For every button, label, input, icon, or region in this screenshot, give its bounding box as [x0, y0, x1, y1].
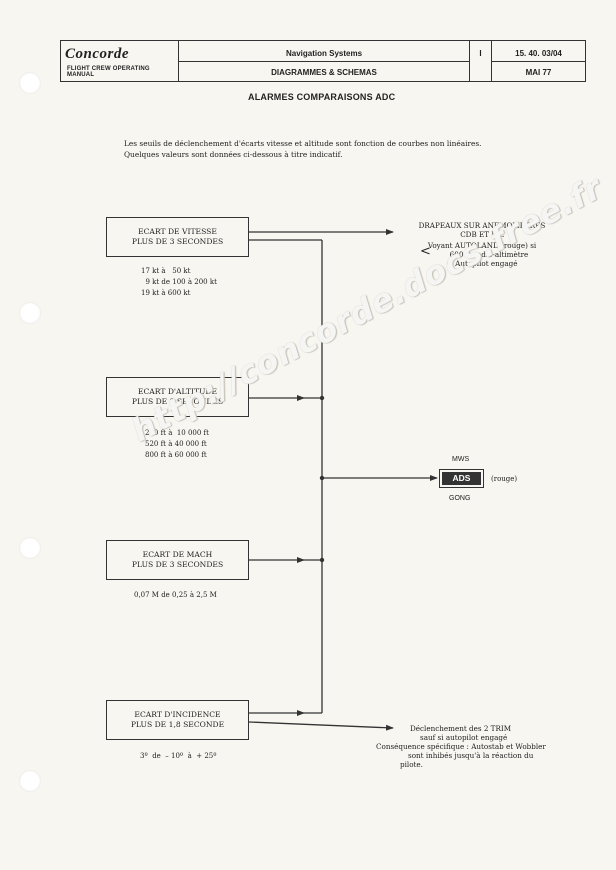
- gong-label: GONG: [449, 495, 471, 502]
- result-line: sont inhibés jusqu'à la réaction du: [408, 751, 534, 760]
- result-line-text: 600 ft radio-altimètre: [449, 250, 529, 259]
- threshold-value: 17 kt à 50 kt: [141, 267, 191, 275]
- box-altitude-deviation: ECART D'ALTITUDE PLUS DE 3 SECONDES: [106, 377, 249, 417]
- volume-number: I: [479, 49, 482, 58]
- threshold-value: 19 kt à 600 kt: [141, 289, 191, 297]
- box-title: ECART DE VITESSE: [138, 227, 217, 236]
- mws-label: MWS: [452, 456, 470, 463]
- intro-line: Quelques valeurs sont données ci-dessous…: [124, 150, 343, 159]
- result-line: sauf si autopilot engagé: [420, 733, 508, 742]
- junction-dot: [319, 557, 325, 563]
- ads-warning-light: ADS: [439, 469, 484, 488]
- concorde-logo: Concorde: [65, 46, 129, 62]
- result-line: Déclenchement des 2 TRIM: [410, 724, 512, 733]
- box-title: ECART D'INCIDENCE: [134, 710, 221, 719]
- threshold-value: 0,07 M de 0,25 à 2,5 M: [134, 591, 217, 599]
- incidence-thresholds: 3º de – 10º à + 25º: [140, 751, 217, 762]
- box-speed-deviation: ECART DE VITESSE PLUS DE 3 SECONDES: [106, 217, 249, 257]
- section-name: DIAGRAMMES & SCHEMAS: [271, 68, 377, 77]
- reference-cell: 15. 40. 03/04 MAI 77: [492, 41, 585, 81]
- flags-result: DRAPEAUX SUR ANEMOMETRES CDB ET PIL Voya…: [402, 221, 562, 268]
- altitude-thresholds: 250 ft à 10 000 ft 520 ft à 40 000 ft 80…: [145, 428, 209, 461]
- box-title: ECART DE MACH: [142, 550, 213, 559]
- intro-text: Les seuils de déclenchement d'écarts vit…: [124, 138, 544, 160]
- ads-color-label: (rouge): [491, 475, 518, 483]
- box-subtitle: PLUS DE 3 SECONDES: [131, 560, 224, 569]
- system-name: Navigation Systems: [285, 49, 363, 58]
- page-header: Concorde FLIGHT CREW OPERATING MANUAL Na…: [60, 40, 586, 82]
- binder-hole: [19, 72, 41, 94]
- title-cell: Navigation Systems DIAGRAMMES & SCHEMAS: [179, 41, 470, 81]
- threshold-value: 520 ft à 40 000 ft: [145, 440, 207, 448]
- binder-hole: [19, 770, 41, 792]
- result-line: < 600 ft radio-altimètre: [416, 244, 562, 259]
- trim-result: Déclenchement des 2 TRIM sauf si autopil…: [376, 724, 566, 769]
- threshold-value: 250 ft à 10 000 ft: [145, 429, 209, 437]
- header-divider: [492, 61, 585, 62]
- threshold-value: 9 kt de 100 à 200 kt: [141, 278, 217, 286]
- box-subtitle: PLUS DE 3 SECONDES: [131, 237, 224, 246]
- result-line: CDB ET PIL: [460, 230, 504, 239]
- box-subtitle: PLUS DE 3 SECONDES: [131, 397, 224, 406]
- header-divider: [179, 61, 469, 62]
- binder-hole: [19, 537, 41, 559]
- binder-hole: [19, 302, 41, 324]
- result-line: Conséquence spécifique : Autostab et Wob…: [376, 742, 546, 751]
- less-than-symbol: <: [420, 244, 431, 259]
- intro-line: Les seuils de déclenchement d'écarts vit…: [124, 139, 482, 148]
- arrow-to-trim: [248, 721, 394, 731]
- revision-date: MAI 77: [525, 68, 552, 77]
- result-line: pilote.: [400, 760, 423, 769]
- page-title: ALARMES COMPARAISONS ADC: [248, 92, 396, 102]
- box-title: ECART D'ALTITUDE: [137, 387, 218, 396]
- box-subtitle: PLUS DE 1,8 SECONDE: [130, 720, 225, 729]
- speed-thresholds: 17 kt à 50 kt 9 kt de 100 à 200 kt 19 kt…: [141, 266, 217, 299]
- box-mach-deviation: ECART DE MACH PLUS DE 3 SECONDES: [106, 540, 249, 580]
- junction-dot: [319, 475, 325, 481]
- manual-name: FLIGHT CREW OPERATING MANUAL: [67, 66, 150, 78]
- page-reference: 15. 40. 03/04: [515, 49, 562, 58]
- logo-cell: Concorde FLIGHT CREW OPERATING MANUAL: [61, 41, 179, 81]
- volume-cell: I: [470, 41, 492, 81]
- ads-label: ADS: [442, 472, 481, 485]
- result-line: Voyant AUTOLAND (rouge) si: [427, 241, 537, 250]
- result-line: & Autopilot engagé: [446, 259, 518, 268]
- result-line: DRAPEAUX SUR ANEMOMETRES: [418, 221, 546, 230]
- mach-thresholds: 0,07 M de 0,25 à 2,5 M: [134, 590, 217, 601]
- junction-dot: [319, 395, 325, 401]
- threshold-value: 3º de – 10º à + 25º: [140, 752, 217, 760]
- threshold-value: 800 ft à 60 000 ft: [145, 451, 207, 459]
- box-incidence-deviation: ECART D'INCIDENCE PLUS DE 1,8 SECONDE: [106, 700, 249, 740]
